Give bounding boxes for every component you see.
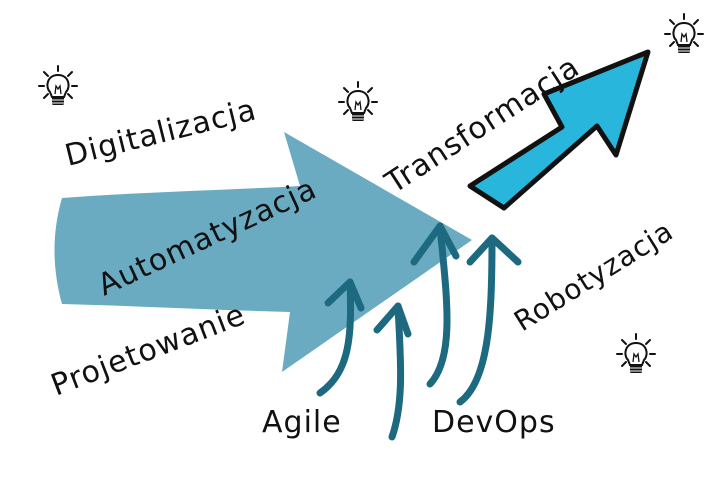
big-arrow bbox=[54, 132, 472, 372]
lightbulb-icon bbox=[338, 81, 378, 122]
lightbulb-icon bbox=[616, 333, 656, 374]
lightbulb-icon bbox=[664, 13, 704, 54]
curved-arrow-2 bbox=[388, 302, 405, 441]
label-digitalizacja: Digitalizacja bbox=[61, 92, 260, 173]
label-projetowanie: Projetowanie bbox=[46, 297, 250, 403]
curved-arrow-3 bbox=[426, 222, 451, 388]
curved-arrows bbox=[316, 222, 522, 441]
small-arrow bbox=[467, 49, 651, 211]
curved-arrow-2-head bbox=[373, 302, 412, 338]
curved-arrow-1 bbox=[316, 278, 355, 397]
label-devops: DevOps bbox=[432, 405, 556, 440]
curved-arrow-3-head bbox=[410, 222, 460, 266]
label-agile: Agile bbox=[262, 405, 342, 440]
lightbulb-icon bbox=[38, 65, 78, 106]
curved-arrow-4-head bbox=[466, 234, 522, 266]
curved-arrow-4 bbox=[456, 234, 496, 406]
curved-arrow-1-head bbox=[324, 278, 365, 312]
label-robotyzacja: Robotyzacja bbox=[508, 214, 679, 338]
